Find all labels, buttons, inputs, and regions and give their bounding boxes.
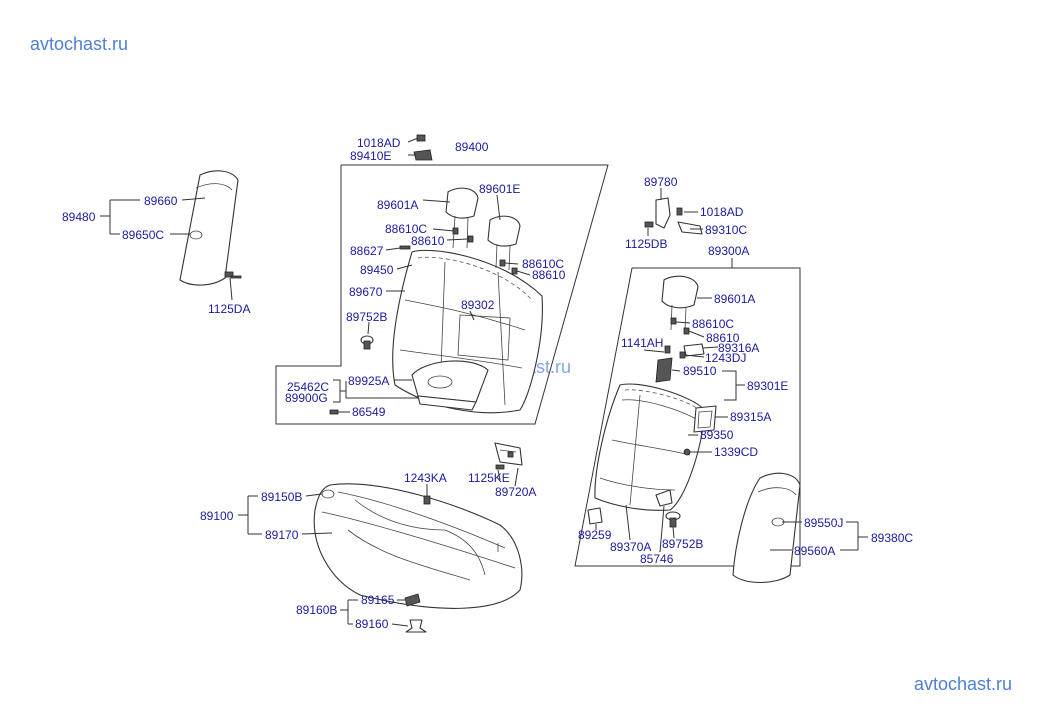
label-89450[interactable]: 89450 [360,263,394,277]
seat-cushion [313,483,523,609]
label-86549[interactable]: 86549 [352,405,386,419]
label-89380C[interactable]: 89380C [871,531,913,545]
label-89100[interactable]: 89100 [200,509,234,523]
nut-1339CD [683,448,691,456]
label-89160B[interactable]: 89160B [296,603,337,617]
label-89150B[interactable]: 89150B [261,490,302,504]
label-89660[interactable]: 89660 [144,194,178,208]
label-89300A[interactable]: 89300A [708,244,749,258]
lock-89510 [655,357,673,383]
grommet-89752B-right [665,511,681,528]
label-89780[interactable]: 89780 [644,175,678,189]
screw-1243DJ [679,351,686,359]
part-labels: 89480 89660 89650C 1125DA 1018AD 89410E … [62,136,913,631]
label-89160[interactable]: 89160 [355,617,389,631]
label-89165[interactable]: 89165 [361,593,395,607]
label-89900G[interactable]: 89900G [285,391,328,405]
label-88610-b[interactable]: 88610 [532,268,566,282]
frame-89400 [275,164,609,425]
label-1243KA[interactable]: 1243KA [404,471,447,485]
bolt-1018AD-right [676,207,683,216]
screw-88610-b [511,267,518,275]
label-89550J[interactable]: 89550J [804,516,843,530]
frame-89300A [574,267,801,567]
headrest-89601E [487,215,521,271]
label-88627[interactable]: 88627 [350,244,384,258]
label-89720A[interactable]: 89720A [495,485,536,499]
grommet-89752B-left [360,335,374,350]
label-89601A-a[interactable]: 89601A [377,198,418,212]
label-89259[interactable]: 89259 [578,528,612,542]
label-89510[interactable]: 89510 [683,364,717,378]
label-85746[interactable]: 85746 [640,552,674,566]
label-89650C[interactable]: 89650C [122,228,164,242]
bolt-1243KA [423,495,431,505]
label-1018AD-b[interactable]: 1018AD [700,205,744,219]
label-89752B-b[interactable]: 89752B [662,537,703,551]
label-88610-c[interactable]: 88610 [706,331,740,345]
screw-86549 [329,409,339,415]
watermark-bottom-right: avtochast.ru [914,674,1012,694]
label-1141AH[interactable]: 1141AH [621,336,663,350]
clip-89165 [404,593,421,607]
label-89310C[interactable]: 89310C [705,223,747,237]
label-88610C-c[interactable]: 88610C [692,317,734,331]
label-88610-a[interactable]: 88610 [411,234,445,248]
bracket-89780 [644,197,671,229]
label-1018AD-a[interactable]: 1018AD [357,136,401,150]
label-1339CD[interactable]: 1339CD [714,445,758,459]
label-89925A[interactable]: 89925A [348,374,389,388]
clip-88627 [399,245,411,250]
bracket-89310C [677,221,703,235]
seat-back-right [594,383,706,511]
label-89601E[interactable]: 89601E [479,182,520,196]
label-25462C[interactable]: 25462C [287,380,329,394]
bolt-1018AD-top [416,134,426,142]
watermark-top-left: avtochast.ru [30,34,128,54]
bushing-89259 [587,507,603,525]
label-89350[interactable]: 89350 [700,428,734,442]
label-89410E[interactable]: 89410E [350,149,391,163]
bolt-1125DA [224,271,242,279]
label-88610C-a[interactable]: 88610C [385,222,427,236]
cover-89316A [683,343,705,357]
label-89400[interactable]: 89400 [455,140,489,154]
label-89170[interactable]: 89170 [265,528,299,542]
label-89560A[interactable]: 89560A [794,544,835,558]
screw-88610-c [683,327,690,335]
label-1125DB[interactable]: 1125DB [625,237,667,251]
label-1125DA[interactable]: 1125DA [208,302,250,316]
label-89316A[interactable]: 89316A [718,341,759,355]
bolt-1141AH [664,345,671,354]
label-89480[interactable]: 89480 [62,210,96,224]
screw-88610-a [467,235,474,243]
label-88610C-b[interactable]: 88610C [522,257,564,271]
seat-back-assembly [392,249,543,414]
screw-88610C-b [499,259,506,267]
label-89670[interactable]: 89670 [349,285,383,299]
leader-lines [100,137,868,627]
hinge-89720A [494,442,523,470]
label-89315A[interactable]: 89315A [730,410,771,424]
label-1125KE[interactable]: 1125KE [468,471,510,485]
headrest-89601A-right [661,275,699,331]
label-89601A-b[interactable]: 89601A [714,292,755,306]
label-89302[interactable]: 89302 [461,298,495,312]
hook-89160 [405,619,427,633]
label-89752B-a[interactable]: 89752B [346,310,387,324]
side-bolster-right [732,472,801,584]
side-bolster-left [179,170,239,286]
label-89370A[interactable]: 89370A [610,540,651,554]
bracket-89410E [413,149,433,161]
screw-88610C-c [670,317,677,325]
label-1243DJ[interactable]: 1243DJ [705,351,746,365]
label-89301E[interactable]: 89301E [747,379,788,393]
